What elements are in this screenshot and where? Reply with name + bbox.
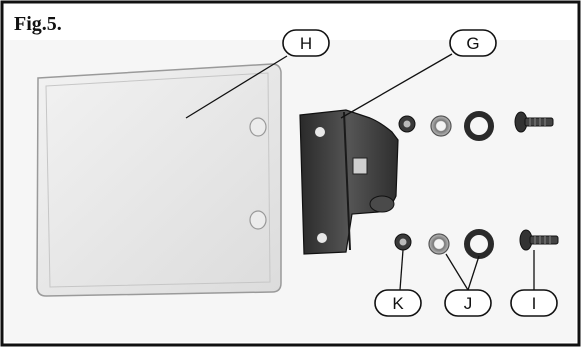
washer-top-2	[464, 111, 494, 141]
hardware-row-top	[398, 111, 554, 141]
metal-bracket	[299, 109, 399, 255]
callout-j: J	[444, 289, 492, 317]
callout-i-label: I	[532, 294, 537, 313]
callout-i: I	[510, 289, 558, 317]
callout-h-label: H	[300, 34, 312, 53]
bracket-slot	[352, 157, 368, 175]
clear-shield-plate	[36, 63, 282, 297]
washer-top-1	[430, 115, 452, 137]
leader-lines	[185, 53, 535, 291]
bracket-hole-bottom	[317, 233, 327, 243]
leader-line-g	[340, 53, 453, 119]
shield-hole-top	[249, 117, 267, 137]
callout-h: H	[282, 29, 330, 57]
washer-bottom-1	[428, 233, 450, 255]
leader-line-j1	[445, 253, 469, 291]
callout-g: G	[449, 29, 497, 57]
callout-k-label: K	[392, 294, 404, 313]
leader-line-j2	[467, 255, 480, 291]
leader-line-k	[399, 249, 404, 291]
callout-k: K	[374, 289, 422, 317]
bracket-hinge	[369, 195, 395, 213]
screw-top	[514, 111, 554, 133]
callout-j-label: J	[464, 294, 473, 313]
figure-title: Fig.5.	[14, 13, 62, 35]
shield-hole-bottom	[249, 210, 267, 230]
bracket-hole-top	[315, 127, 325, 137]
leader-line-h	[185, 55, 288, 119]
screw-bottom	[519, 229, 559, 251]
callout-g-label: G	[466, 34, 479, 53]
